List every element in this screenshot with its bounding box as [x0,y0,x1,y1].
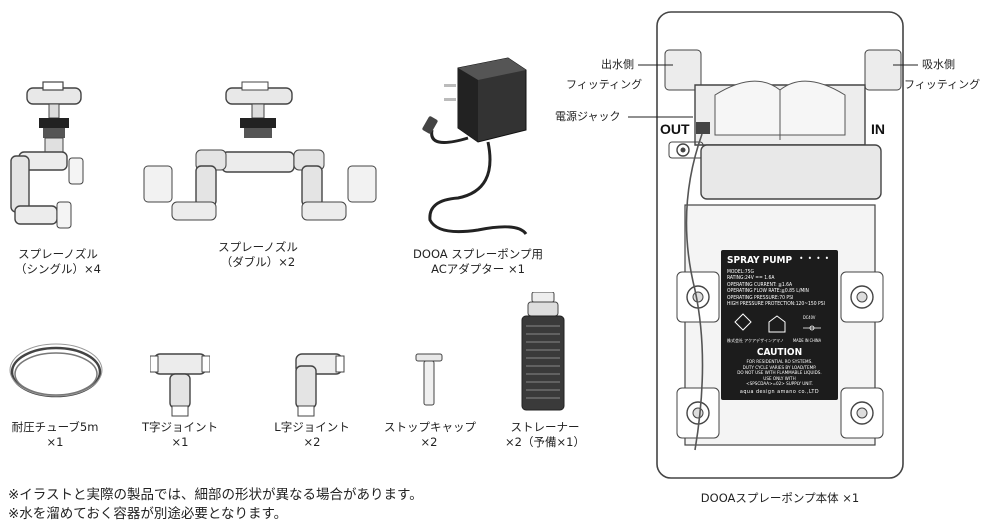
plate-spec: MODEL:75G RATING:24V == 1.6A OPERATING C… [727,269,825,307]
plate-maker: aqua design amano co.,LTD [739,389,820,395]
pump-label-plate: SPRAY PUMP • • • • MODEL:75G RATING:24V … [721,250,838,400]
plate-company: 株式会社 アクアデザインアマノ [727,338,784,343]
strainer-caption: ストレーナー ×2（予備×1） [500,420,590,450]
nozzle-double-caption: スプレーノズル （ダブル）×2 [213,240,303,270]
caption-line: ストップキャップ [384,420,476,434]
warn-line: DO NOT USE WITH FLAMMABLE LIQUIDS. [737,371,822,377]
t-joint-illustration [150,353,210,417]
nozzle-double-illustration [143,81,377,221]
plate-title: SPRAY PUMP [727,255,793,266]
caption-qty: ×2（予備×1） [505,435,585,449]
outlet-fitting-label: 出水側 [598,57,634,73]
tube-illustration [9,343,103,398]
caption-qty: ×2 [420,435,438,449]
outlet-label-line1: 出水側 [601,58,634,71]
pump-caption: DOOAスプレーポンプ本体 ×1 [700,491,860,505]
caption-qty: （シングル）×4 [15,262,101,276]
inlet-fitting-label: 吸水側 [922,58,955,71]
caption-qty: （ダブル）×2 [220,255,296,269]
warn-line: FOR RESIDENTIAL RO SYSTEMS. [746,360,813,365]
plate-certification-icons [734,313,821,333]
plate-made: MADE IN CHINA [793,338,822,343]
spec-line: MODEL:75G [727,269,754,275]
pump-illustration [656,11,904,479]
warn-line: USE ONLY WITH [763,376,796,382]
caption-line: T字ジョイント [141,420,219,434]
pump-leader-lines [628,64,918,118]
caption-line: スプレーノズル [18,247,98,261]
nozzle-single-illustration [10,81,84,229]
plate-warnings: FOR RESIDENTIAL RO SYSTEMS. DUTY CYCLE V… [721,360,838,388]
note-illustration-difference: ※イラストと実際の製品では、細部の形状が異なる場合があります。 [8,487,423,503]
spec-line: OPERATING FLOW RATE:≧0.85 L/MIN [727,288,809,295]
spec-line: OPERATING CURRENT: ≦1.6A [727,281,793,288]
caption-qty: ×1 [46,435,64,449]
power-jack-label: 電源ジャック [555,110,621,123]
note-container-required: ※水を溜めておく容器が別途必要となります。 [8,506,288,522]
spec-line: HIGH PRESSURE PROTECTION:120~150 PSI [727,301,825,308]
out-marking: OUT [660,121,690,137]
l-joint-illustration [295,353,345,417]
warn-line: DUTY CYCLE VARIES BY LOAD/TEMP. [742,365,817,371]
caption-line: DOOA スプレーポンプ用 [413,247,543,261]
caption-qty: ×1 [171,435,189,449]
outlet-fitting-label-2: フィッティング [566,78,643,91]
caption-line: スプレーノズル [218,240,298,254]
l-joint-caption: L字ジョイント ×2 [272,420,352,450]
plate-dc: DC40V [803,315,816,320]
caption-qty: ACアダプター ×1 [431,262,525,276]
spec-line: OPERATING PRESSURE:70 PSI [727,294,794,301]
nozzle-single-caption: スプレーノズル （シングル）×4 [13,247,103,277]
strainer-illustration [521,292,565,411]
spec-line: RATING:24V == 1.6A [727,275,775,282]
caption-line: 耐圧チューブ5m [11,420,99,434]
inlet-fitting-label-2: フィッティング [904,78,981,91]
in-marking: IN [871,121,885,137]
caption-line: L字ジョイント [274,420,350,434]
t-joint-caption: T字ジョイント ×1 [140,420,220,450]
caption-qty: ×2 [303,435,321,449]
warn-line: <SPSCDAA>=02> SUPPLY UNIT. [746,382,813,388]
ac-adapter-illustration [422,57,528,235]
plate-caution: CAUTION [756,347,803,358]
stop-cap-illustration [415,353,443,406]
caption-line: ストレーナー [510,420,580,434]
stop-cap-caption: ストップキャップ ×2 [384,420,476,450]
tube-caption: 耐圧チューブ5m ×1 [10,420,100,450]
ac-adapter-caption: DOOA スプレーポンプ用 ACアダプター ×1 [408,247,548,277]
plate-dots: • • • • [799,254,830,263]
